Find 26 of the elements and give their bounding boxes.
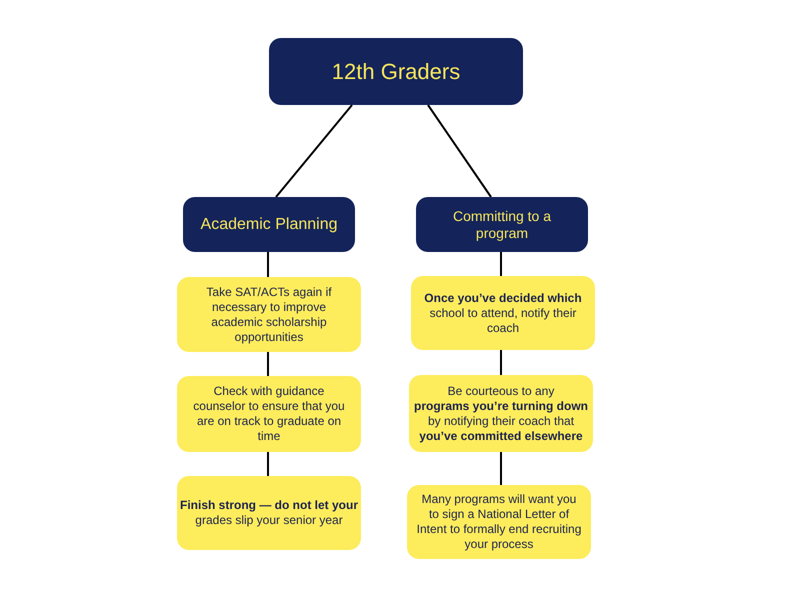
category-label: Committing to a program bbox=[452, 208, 552, 242]
category-label: Academic Planning bbox=[200, 215, 338, 234]
step-text: Finish strong — do not let your grades slip your senior year bbox=[179, 498, 359, 528]
step-text: Many programs will want you to sign a National Letter of Intent to formally end recruiting your process bbox=[416, 492, 582, 552]
connector-line bbox=[500, 350, 502, 375]
category-box bbox=[416, 197, 588, 252]
connector-line bbox=[500, 252, 502, 276]
connector-line bbox=[275, 104, 353, 198]
step-box bbox=[407, 485, 591, 559]
connector-line bbox=[267, 252, 269, 277]
step-box bbox=[177, 277, 361, 352]
step-box bbox=[177, 376, 361, 452]
connector-line bbox=[267, 352, 269, 376]
step-text: Check with guidance counselor to ensure that you are on track to graduate on time bbox=[192, 384, 346, 444]
connector-line bbox=[427, 104, 492, 198]
connector-line bbox=[267, 452, 269, 476]
step-text: Take SAT/ACTs again if necessary to improve academic scholarship opportunities bbox=[205, 284, 333, 344]
category-box bbox=[183, 197, 355, 252]
step-box bbox=[409, 375, 593, 452]
step-box bbox=[411, 276, 595, 350]
connector-line bbox=[500, 452, 502, 485]
step-text: Be courteous to any programs you’re turning down by notifying their coach that you’ve committed elsewhere bbox=[412, 384, 589, 444]
title-text: 12th Graders bbox=[332, 58, 460, 84]
title-box bbox=[269, 38, 523, 105]
step-text: Once you’ve decided which school to attend, notify their coach bbox=[423, 290, 583, 336]
step-box bbox=[177, 476, 361, 550]
